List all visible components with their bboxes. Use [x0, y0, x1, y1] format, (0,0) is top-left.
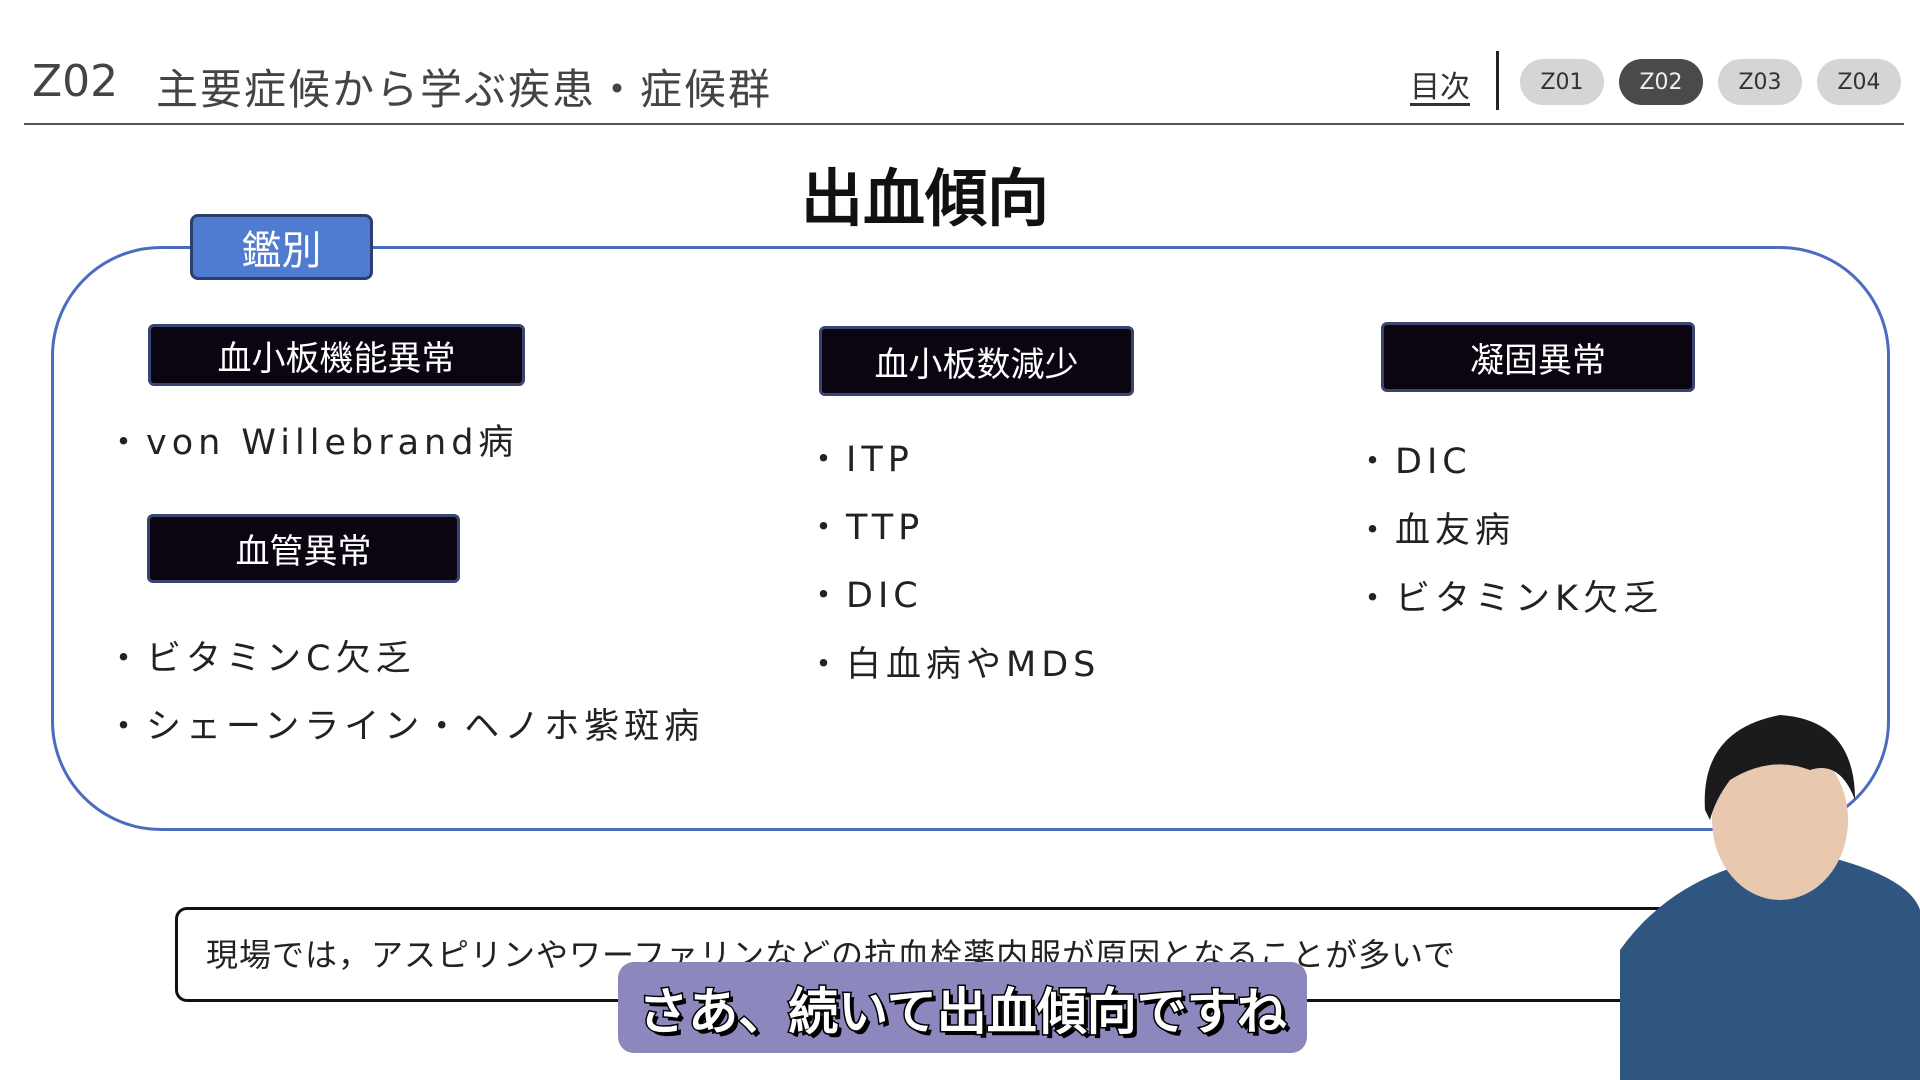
- differential-box: [51, 246, 1890, 831]
- group-label-vascular: 血管異常: [147, 514, 460, 583]
- subtitle-text: さあ、続いて出血傾向ですね: [637, 981, 1288, 1042]
- toc-link[interactable]: 目次: [1410, 70, 1470, 105]
- chapter-pill-z03[interactable]: Z03: [1718, 59, 1802, 105]
- group-label-coagulation: 凝固異常: [1381, 322, 1695, 392]
- group-label-platelet-function: 血小板機能異常: [148, 324, 525, 386]
- list-item: ・von Willebrand病: [106, 423, 519, 463]
- list-item: ・DIC: [1355, 442, 1472, 482]
- subtitle-caption: さあ、続いて出血傾向ですね: [618, 962, 1307, 1053]
- chapter-pill-z01[interactable]: Z01: [1520, 59, 1604, 105]
- list-item: ・ビタミンK欠乏: [1355, 579, 1663, 619]
- list-item: ・TTP: [806, 508, 925, 548]
- chapter-pill-z04[interactable]: Z04: [1817, 59, 1901, 105]
- presenter-video: [1620, 715, 1920, 1080]
- list-item: ・ITP: [806, 440, 914, 480]
- list-item: ・シェーンライン・ヘノホ紫斑病: [106, 707, 705, 747]
- list-item: ・DIC: [806, 576, 923, 616]
- chapter-pill-z02[interactable]: Z02: [1619, 59, 1703, 105]
- slide-title: 出血傾向: [800, 162, 1049, 235]
- chapter-code: Z02: [32, 56, 119, 107]
- nav-divider: [1496, 51, 1499, 110]
- list-item: ・白血病やMDS: [806, 645, 1101, 685]
- list-item: ・ビタミンC欠乏: [106, 639, 416, 679]
- list-item: ・血友病: [1355, 511, 1516, 551]
- differential-tag: 鑑別: [190, 214, 373, 280]
- header-divider: [24, 123, 1904, 125]
- chapter-title: 主要症候から学ぶ疾患・症候群: [156, 65, 773, 114]
- group-label-thrombocytopenia: 血小板数減少: [819, 326, 1134, 396]
